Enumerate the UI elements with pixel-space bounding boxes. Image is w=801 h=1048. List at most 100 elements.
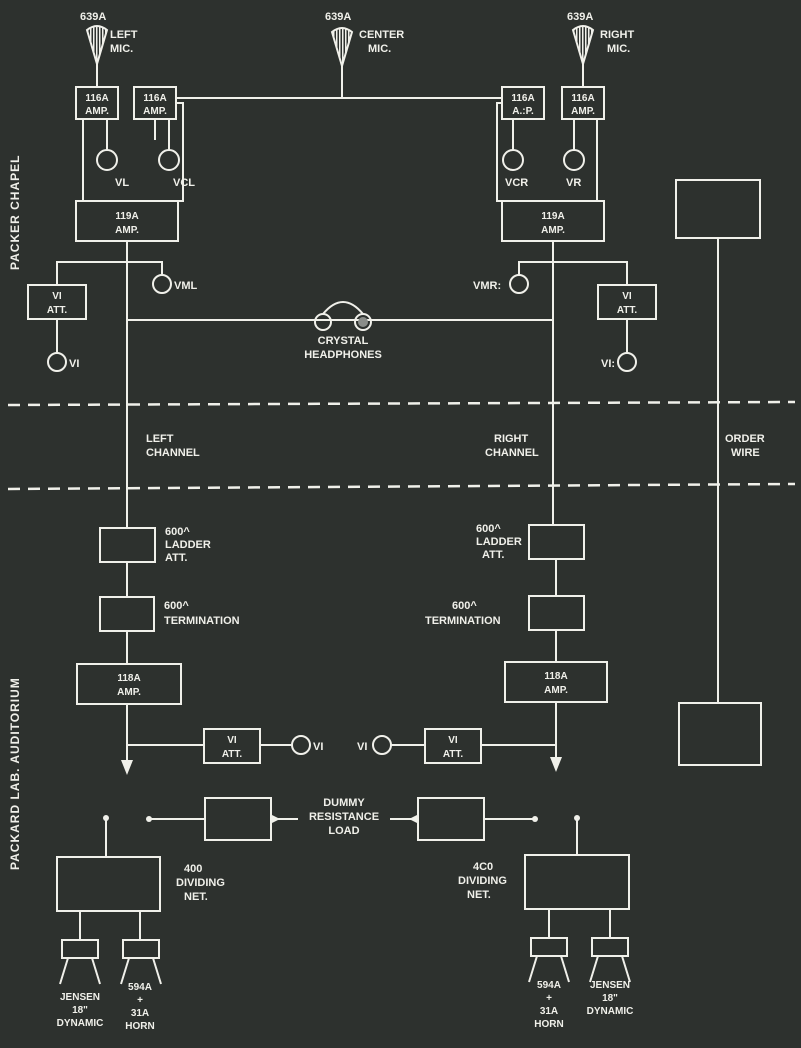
termination-left-2: TERMINATION (164, 615, 240, 627)
right-horn-label-4: HORN (534, 1019, 563, 1030)
meter-vi-left (47, 352, 67, 372)
wire-right-vmr (518, 261, 553, 275)
vi-att-left-lower: VI ATT. (203, 728, 261, 764)
wire-right-vi-branch (552, 241, 628, 285)
right-mic-model: 639A (567, 11, 593, 23)
left-horn-label-2: + (137, 995, 143, 1006)
ladder-left-3: ATT. (165, 552, 187, 564)
dividing-net-left (56, 856, 161, 912)
speaker-left-jensen-box (61, 939, 99, 959)
svg-text:AMP.: AMP. (571, 106, 595, 117)
ladder-left-1: 600^ (165, 526, 190, 538)
svg-text:AMP.: AMP. (115, 225, 139, 236)
left-jensen-label-3: DYNAMIC (57, 1018, 104, 1029)
speaker-right-horn-box (530, 937, 568, 957)
left-mic (85, 25, 109, 87)
meter-vr (563, 119, 585, 171)
left-jensen-label-2: 18" (72, 1005, 88, 1016)
dividing-left-1: 400 (184, 863, 202, 875)
amp-119a-left: 119A AMP. (75, 200, 179, 242)
svg-text:VI: VI (227, 735, 237, 746)
amp-118a-left: 118A AMP. (76, 663, 182, 705)
speaker-right-horn-cone (528, 955, 570, 983)
boundary-line-top (7, 400, 796, 407)
ladder-att-left (99, 527, 156, 563)
meter-vmr (509, 274, 529, 294)
left-horn-label-1: 594A (128, 982, 152, 993)
dummy-load-label-2: RESISTANCE (309, 811, 379, 823)
amp-116a-right: 116A AMP. (561, 86, 605, 120)
center-mic-label-2: MIC. (368, 43, 391, 55)
dividing-left-2: DIVIDING (176, 877, 225, 889)
termination-left (99, 596, 155, 632)
svg-text:116A: 116A (511, 93, 534, 104)
boundary-line-bottom (7, 482, 796, 491)
amp-118a-right: 118A AMP. (504, 661, 608, 703)
svg-text:ATT.: ATT. (47, 305, 68, 316)
left-channel-label-1: LEFT (146, 433, 174, 445)
svg-text:AMP.: AMP. (541, 225, 565, 236)
svg-text:ATT.: ATT. (617, 305, 638, 316)
speaker-left-horn-cone (120, 957, 162, 985)
svg-text:116A: 116A (85, 93, 108, 104)
right-jensen-label-1: JENSEN (590, 980, 630, 991)
crystal-headphones (314, 301, 372, 331)
headphones-label-2: HEADPHONES (304, 349, 382, 361)
meter-vml (152, 274, 172, 294)
termination-right-1: 600^ (452, 600, 477, 612)
dummy-load-right (417, 797, 485, 841)
ladder-left-2: LADDER (165, 539, 211, 551)
ladder-right-2: LADDER (476, 536, 522, 548)
right-arrowhead (550, 757, 562, 772)
speaker-right-jensen-cone (589, 955, 631, 983)
left-horn-label-4: HORN (125, 1021, 154, 1032)
right-horn-label-2: + (546, 993, 552, 1004)
right-horn-label-3: 31A (540, 1006, 558, 1017)
svg-text:AMP.: AMP. (85, 106, 109, 117)
svg-text:118A: 118A (544, 671, 567, 682)
svg-text:118A: 118A (117, 673, 140, 684)
left-arrowhead (121, 760, 133, 775)
right-jensen-label-2: 18" (602, 993, 618, 1004)
svg-text:116A: 116A (571, 93, 594, 104)
order-wire-bottom-box (678, 702, 762, 766)
svg-text:AMP.: AMP. (544, 685, 568, 696)
packer-chapel-label: PACKER CHAPEL (8, 155, 22, 270)
svg-text:VI: VI (622, 291, 632, 302)
svg-text:A.:P.: A.:P. (512, 106, 534, 117)
ladder-right-3: ATT. (482, 549, 504, 561)
meter-vi-left-label: VI (69, 358, 79, 370)
center-mic-model: 639A (325, 11, 351, 23)
right-horn-label-1: 594A (537, 980, 561, 991)
vi-att-right: VI ATT. (597, 284, 657, 320)
left-mic-label-1: LEFT (110, 29, 138, 41)
meter-vmr-label: VMR: (473, 280, 501, 292)
meter-vcr-label: VCR (505, 177, 528, 189)
svg-text:116A: 116A (143, 93, 166, 104)
svg-text:119A: 119A (115, 211, 138, 222)
meter-vi-right-lower-label: VI (357, 741, 367, 753)
dummy-arrow-right-head (409, 815, 417, 823)
dividing-right-3: NET. (467, 889, 491, 901)
right-channel-label-1: RIGHT (494, 433, 529, 445)
meter-vl-label: VL (115, 177, 129, 189)
dummy-load-label-3: LOAD (328, 825, 359, 837)
dummy-load-left (204, 797, 272, 841)
left-horn-label-3: 31A (131, 1008, 149, 1019)
amp-116a-left: 116A AMP. (75, 86, 119, 120)
meter-vi-left-lower-label: VI (313, 741, 323, 753)
meter-vcr (502, 119, 524, 171)
svg-text:AMP.: AMP. (117, 687, 141, 698)
right-jensen-label-3: DYNAMIC (587, 1006, 634, 1017)
ladder-att-right (528, 524, 585, 560)
center-mic-label-1: CENTER (359, 29, 404, 41)
svg-text:VI: VI (448, 735, 458, 746)
right-mic-label-1: RIGHT (600, 29, 635, 41)
amp-116a-center-left: 116A AMP. (133, 86, 177, 120)
order-wire-top-box (675, 179, 761, 239)
meter-vr-label: VR (566, 177, 581, 189)
svg-text:ATT.: ATT. (222, 749, 243, 760)
order-wire-label-2: WIRE (731, 447, 760, 459)
right-channel-label-2: CHANNEL (485, 447, 539, 459)
